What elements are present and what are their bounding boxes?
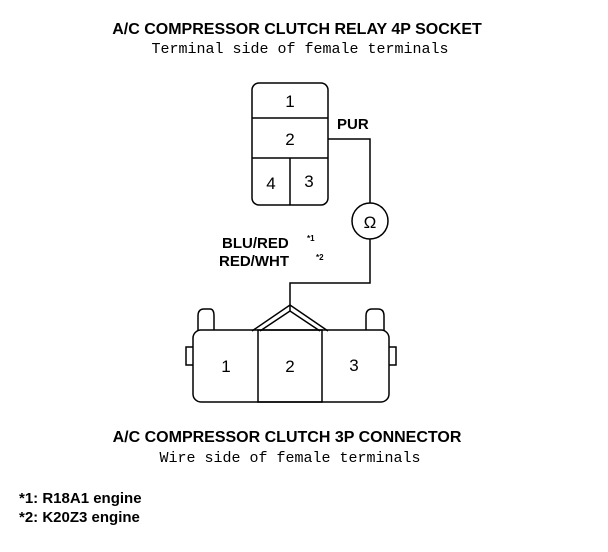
relay-terminal-2: 2 — [285, 130, 294, 149]
connector-terminal-3: 3 — [349, 356, 358, 375]
relay-socket-subtitle: Terminal side of female terminals — [151, 41, 448, 58]
relay-4p-socket: 1 2 4 3 — [251, 82, 329, 206]
connector-title: A/C COMPRESSOR CLUTCH 3P CONNECTOR — [113, 429, 462, 446]
test-lead-relay — [328, 138, 371, 203]
test-lead-connector — [289, 239, 371, 305]
relay-socket-title: A/C COMPRESSOR CLUTCH RELAY 4P SOCKET — [112, 21, 482, 38]
relay-terminal-1: 1 — [285, 92, 294, 111]
ohm-icon: Ω — [364, 213, 377, 232]
wire-label-blu-red: BLU/RED — [222, 235, 289, 252]
relay-terminal-3: 3 — [304, 172, 313, 191]
ohmmeter-symbol: Ω — [351, 202, 389, 240]
wire-label-mark-1: *1 — [307, 234, 315, 243]
wire-label-pur: PUR — [337, 116, 369, 133]
footnote-1: *1: R18A1 engine — [19, 490, 142, 507]
wire-label-mark-2: *2 — [316, 253, 324, 262]
compressor-3p-connector: 1 2 3 — [185, 304, 397, 403]
wire-label-red-wht: RED/WHT — [219, 253, 289, 270]
connector-terminal-2: 2 — [285, 357, 294, 376]
connector-subtitle: Wire side of female terminals — [159, 450, 420, 467]
relay-terminal-4: 4 — [266, 174, 275, 193]
connector-terminal-1: 1 — [221, 357, 230, 376]
footnote-2: *2: K20Z3 engine — [19, 509, 140, 526]
